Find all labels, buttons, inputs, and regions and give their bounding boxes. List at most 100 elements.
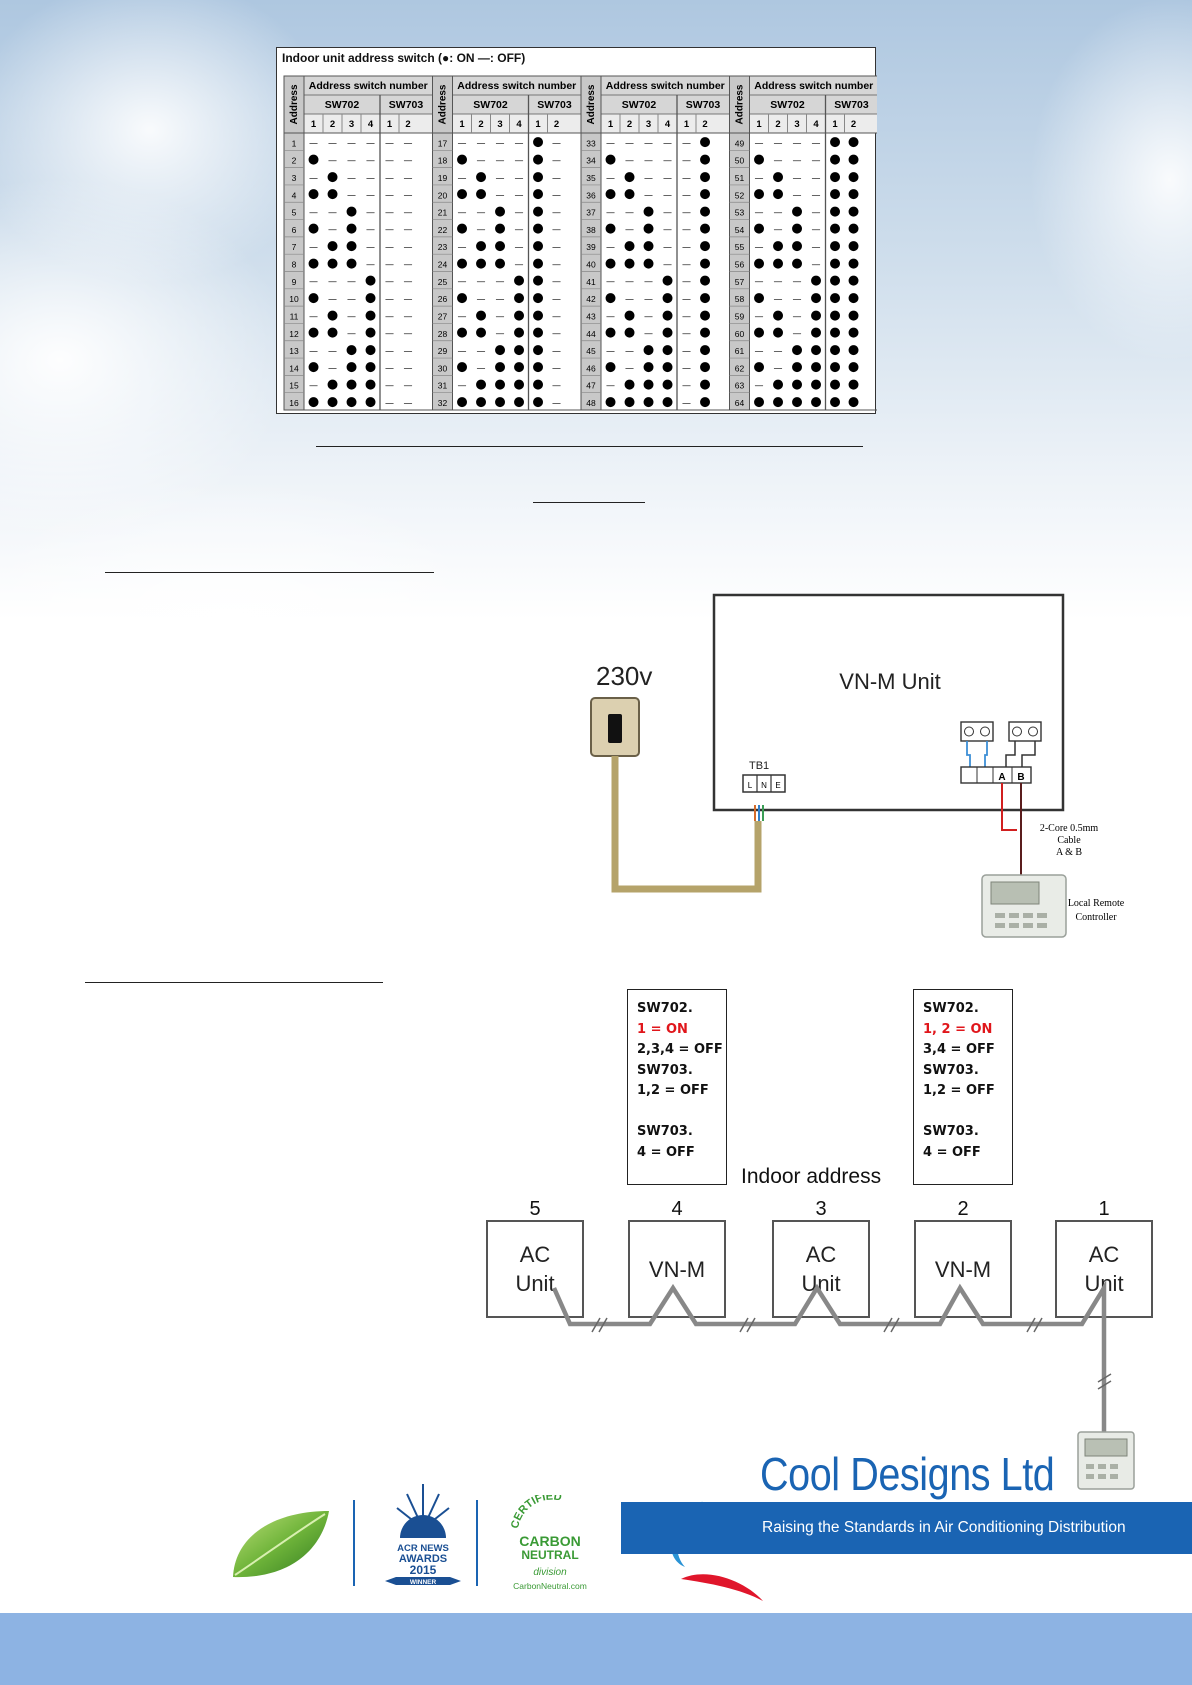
switch-off-dash: — — [644, 156, 653, 166]
switch-on-dot: ● — [848, 169, 859, 184]
switch-on-dot: ● — [772, 325, 783, 340]
switch-off-dash: — — [347, 191, 356, 201]
remote-terminal-block — [960, 766, 1032, 784]
switch-on-dot: ● — [624, 394, 635, 409]
switch-off-dash: — — [663, 173, 672, 183]
acr-award-text: ACR NEWS — [397, 1543, 449, 1554]
switch-bit-header: 1 — [459, 119, 465, 130]
address-number: 5 — [292, 208, 297, 218]
switch-bit-header: 1 — [832, 119, 838, 130]
switch-on-dot: ● — [456, 325, 467, 340]
switch-on-dot: ● — [662, 273, 673, 288]
carbon-neutral-text: CERTIFIED — [509, 1495, 563, 1530]
switch-on-dot: ● — [810, 360, 821, 375]
switch-off-dash: — — [682, 294, 691, 304]
terminal-pair-2 — [1008, 721, 1042, 742]
switch-on-dot: ● — [327, 239, 338, 254]
switch-off-dash: — — [682, 329, 691, 339]
switch-off-dash: — — [328, 277, 337, 287]
switch-on-dot: ● — [513, 325, 524, 340]
switch-off-dash: — — [625, 208, 634, 218]
switch-off-dash: — — [404, 381, 413, 391]
address-column-header: Address — [586, 84, 597, 124]
switch-off-dash: — — [606, 381, 615, 391]
switch-on-dot: ● — [532, 169, 543, 184]
switch-off-dash: — — [347, 277, 356, 287]
switch-on-dot: ● — [494, 377, 505, 392]
address-number: 38 — [586, 225, 596, 235]
address-number: 47 — [586, 381, 596, 391]
address-number: 2 — [292, 156, 297, 166]
switch-on-dot: ● — [699, 169, 710, 184]
remote-controller-icon — [1077, 1431, 1135, 1490]
address-number: 10 — [289, 294, 299, 304]
switch-bit-header: 4 — [813, 119, 819, 130]
sw702-header: SW702 — [473, 99, 508, 111]
switch-on-dot: ● — [456, 290, 467, 305]
switch-off-dash: — — [404, 364, 413, 374]
switch-on-dot: ● — [848, 394, 859, 409]
switch-off-dash: — — [385, 329, 394, 339]
switch-on-dot: ● — [753, 152, 764, 167]
switch-on-dot: ● — [810, 342, 821, 357]
switch-on-dot: ● — [513, 290, 524, 305]
address-column-header: Address — [735, 84, 746, 124]
switch-off-dash: — — [404, 156, 413, 166]
address-number: 61 — [735, 346, 745, 356]
switch-bit-header: 1 — [756, 119, 762, 130]
address-number: 41 — [586, 277, 596, 287]
address-number: 64 — [735, 398, 745, 408]
switch-setting-line: 3,4 = OFF — [923, 1042, 995, 1057]
switch-on-dot: ● — [475, 169, 486, 184]
address-number: 63 — [735, 381, 745, 391]
switch-on-dot: ● — [346, 377, 357, 392]
address-number: 42 — [586, 294, 596, 304]
switch-off-dash: — — [682, 398, 691, 408]
switch-off-dash: — — [477, 346, 486, 356]
switch-off-dash: — — [515, 243, 524, 253]
switch-off-dash: — — [496, 139, 505, 149]
switch-on-dot: ● — [848, 135, 859, 150]
switch-on-dot: ● — [829, 342, 840, 357]
switch-off-dash: — — [774, 139, 783, 149]
switch-on-dot: ● — [494, 394, 505, 409]
switch-off-dash: — — [385, 364, 394, 374]
switch-off-dash: — — [552, 381, 561, 391]
switch-off-dash: — — [404, 260, 413, 270]
switch-off-dash: — — [625, 294, 634, 304]
switch-bit-header: 2 — [851, 119, 856, 130]
switch-off-dash: — — [385, 312, 394, 322]
company-tagline: Raising the Standards in Air Conditionin… — [762, 1519, 1126, 1536]
address-number: 8 — [292, 260, 297, 270]
indoor-unit-label: Unit — [515, 1271, 555, 1296]
switch-off-dash: — — [366, 156, 375, 166]
switch-on-dot: ● — [494, 342, 505, 357]
switch-off-dash: — — [552, 294, 561, 304]
address-number: 23 — [438, 242, 448, 252]
sw703-header: SW703 — [834, 99, 869, 111]
switch-off-dash: — — [328, 225, 337, 235]
address-number: 27 — [438, 311, 448, 321]
switch-on-dot: ● — [532, 221, 543, 236]
carbon-neutral-text: division — [533, 1567, 567, 1578]
switch-off-dash: — — [309, 208, 318, 218]
network-cabling — [551, 1280, 1112, 1460]
switch-on-dot: ● — [346, 256, 357, 271]
switch-off-dash: — — [625, 156, 634, 166]
switch-on-dot: ● — [699, 342, 710, 357]
switch-setting-line: 4 = OFF — [923, 1144, 981, 1160]
switch-off-dash: — — [625, 277, 634, 287]
cable-a — [1001, 783, 1017, 831]
switch-bit-header: 1 — [684, 119, 690, 130]
switch-off-dash: — — [625, 139, 634, 149]
switch-off-dash: — — [812, 225, 821, 235]
switch-off-dash: — — [552, 346, 561, 356]
switch-off-dash: — — [404, 277, 413, 287]
switch-on-dot: ● — [365, 394, 376, 409]
switch-off-dash: — — [404, 191, 413, 201]
address-number: 29 — [438, 346, 448, 356]
switch-off-dash: — — [458, 173, 467, 183]
vnm-unit-label: VN-M Unit — [839, 669, 940, 694]
switch-off-dash: — — [682, 139, 691, 149]
